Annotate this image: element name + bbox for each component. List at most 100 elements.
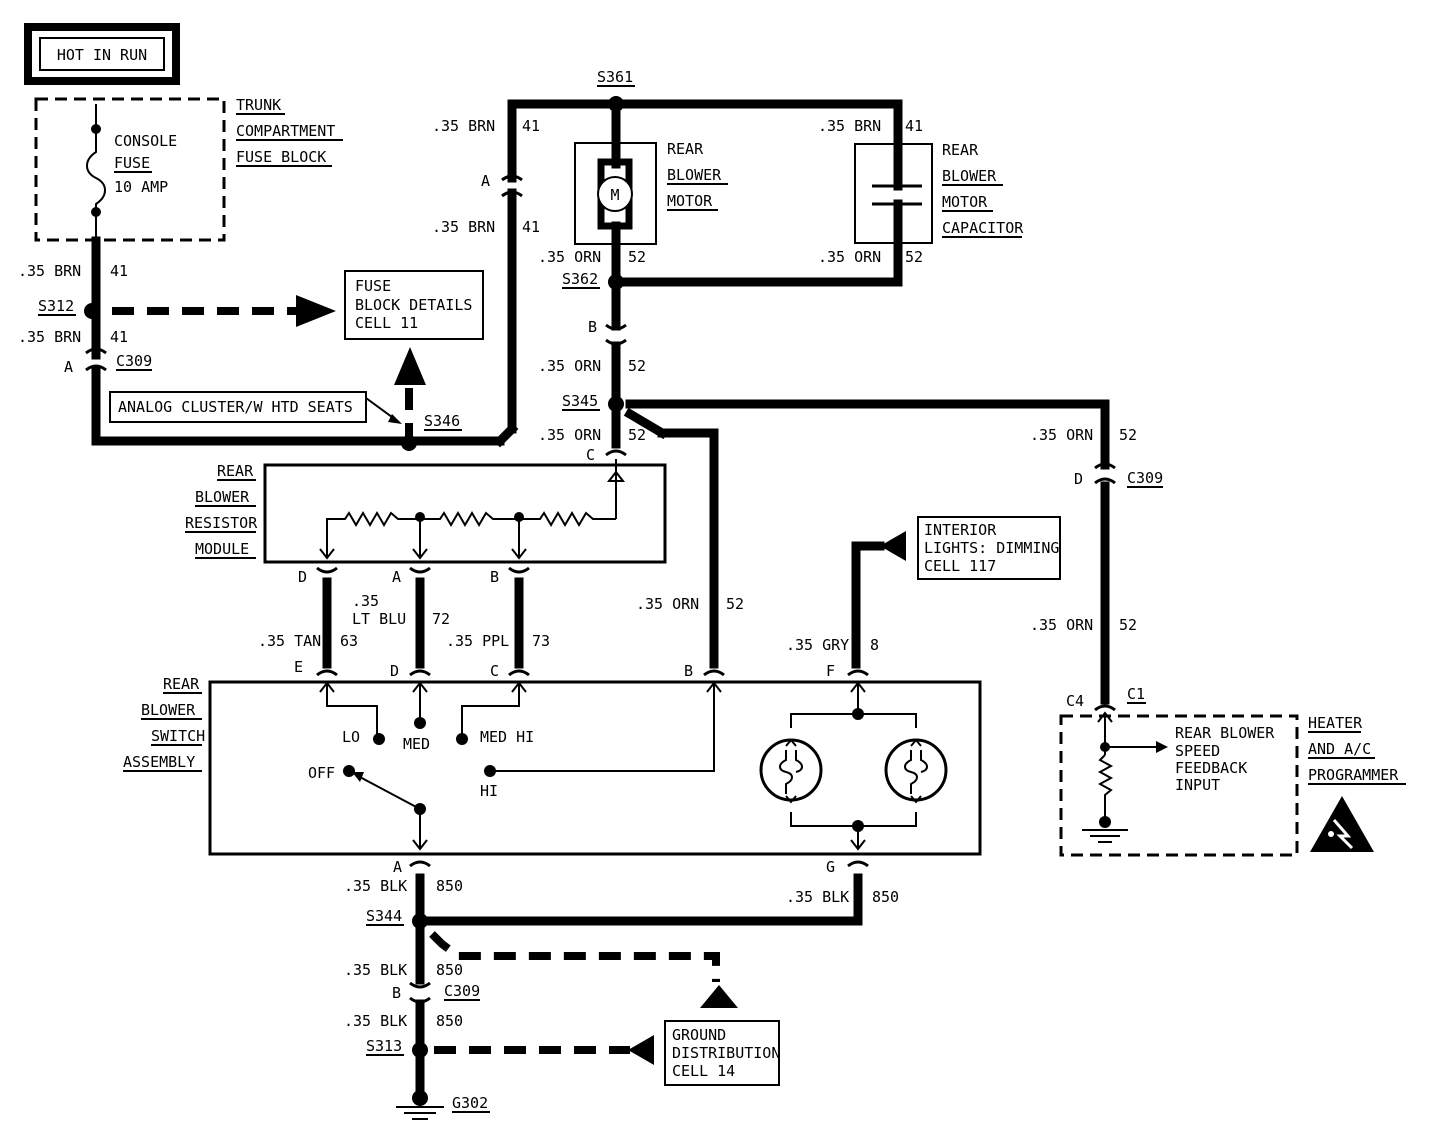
capacitor-label-3: MOTOR — [942, 193, 988, 211]
pin-c-resistor: C — [586, 446, 595, 464]
trunk-fuse-block: TRUNK COMPARTMENT FUSE BLOCK — [34, 96, 343, 242]
circuit-41-4: 41 — [522, 218, 540, 236]
splice-s346-dot — [401, 435, 417, 451]
splice-s346: S346 — [424, 412, 460, 430]
circuit-8: 8 — [870, 636, 879, 654]
circuit-850-4: 850 — [436, 1012, 463, 1030]
pin-b-resistor: B — [490, 568, 499, 586]
wire-label-orn-6: .35 ORN — [1030, 616, 1093, 634]
wire-label-blk-1: .35 BLK — [344, 877, 407, 895]
splice-s312: S312 — [38, 297, 74, 315]
programmer-label-2: AND A/C — [1308, 740, 1371, 758]
switch-label-3: SWITCH — [151, 727, 205, 745]
connector-c309-right: C309 — [1127, 469, 1163, 487]
circuit-52-2: 52 — [905, 248, 923, 266]
wire-label-ppl: .35 PPL — [446, 632, 509, 650]
wire-label-brn-2: .35 BRN — [18, 328, 81, 346]
arrow-up-icon — [394, 347, 426, 385]
fuse-name-1: CONSOLE — [114, 132, 177, 150]
circuit-41-1: 41 — [110, 262, 128, 280]
wire-label-orn-5: .35 ORN — [1030, 426, 1093, 444]
circuit-52-6: 52 — [1119, 616, 1137, 634]
wire-label-blk-3: .35 BLK — [344, 961, 407, 979]
rear-blower-capacitor: REAR BLOWER MOTOR CAPACITOR — [854, 141, 1024, 287]
console-fuse: CONSOLE FUSE 10 AMP — [86, 104, 177, 238]
rear-blower-resistor-module: REAR BLOWER RESISTOR MODULE — [185, 459, 667, 564]
ground-ref-2: DISTRIBUTION — [672, 1044, 780, 1062]
arrow-left-icon — [628, 1035, 654, 1065]
splice-s345: S345 — [562, 392, 598, 410]
splice-s361: S361 — [597, 68, 633, 86]
pin-e-switch: E — [294, 658, 303, 676]
pin-c-switch: C — [490, 662, 499, 680]
programmer-label-1: HEATER — [1308, 714, 1363, 732]
resistor-label-4: MODULE — [195, 540, 249, 558]
switch-pos-hi: HI — [480, 782, 498, 800]
resistor-label-1: REAR — [217, 462, 254, 480]
resistor-label-2: BLOWER — [195, 488, 250, 506]
fuse-block-label-3: FUSE BLOCK — [236, 148, 326, 166]
circuit-41-5: 41 — [905, 117, 923, 135]
circuit-41-2: 41 — [110, 328, 128, 346]
pin-d-switch: D — [390, 662, 399, 680]
interior-ref-1: INTERIOR — [924, 521, 997, 539]
circuit-850-1: 850 — [436, 877, 463, 895]
fuse-block-label-1: TRUNK — [236, 96, 281, 114]
switch-pos-lo: LO — [342, 728, 360, 746]
wire-label-orn-7: .35 ORN — [636, 595, 699, 613]
switch-pos-off: OFF — [308, 764, 335, 782]
ground-g302: G302 — [452, 1094, 488, 1112]
fuse-details-reference: FUSE BLOCK DETAILS CELL 11 S346 ANALOG C… — [109, 270, 484, 451]
esd-warning-icon — [1310, 796, 1374, 852]
fuse-block-label-2: COMPARTMENT — [236, 122, 335, 140]
switch-label-2: BLOWER — [141, 701, 196, 719]
wire-label-ltblu: LT BLU — [352, 610, 406, 628]
wire-label-orn-1: .35 ORN — [538, 248, 601, 266]
circuit-52-5: 52 — [1119, 426, 1137, 444]
splice-s344: S344 — [366, 907, 402, 925]
ground-g302-dot — [412, 1090, 428, 1106]
wire-label-blk-4: .35 BLK — [344, 1012, 407, 1030]
wires-resistor-switch: D A B .35 TAN 63 .35 LT BLU 72 .35 PPL 7… — [258, 566, 550, 677]
programmer-inner-1: REAR BLOWER — [1175, 724, 1275, 742]
wire-label-gry: .35 GRY — [786, 636, 849, 654]
circuit-52-1: 52 — [628, 248, 646, 266]
circuit-850-3: 850 — [436, 961, 463, 979]
resistor-label-3: RESISTOR — [185, 514, 258, 532]
pin-f-switch: F — [826, 662, 835, 680]
pin-d-c309: D — [1074, 470, 1083, 488]
heater-ac-programmer: C4 C1 REAR BLOWER SPEED FEEDBACK INPUT H… — [1059, 685, 1406, 857]
splice-s361-dot — [608, 96, 624, 112]
lamp-icon — [759, 738, 823, 804]
wire-41-center: S361 .35 BRN 41 A .35 BRN 41 .35 BRN 41 — [432, 68, 923, 434]
wire-52: .35 ORN 52 .35 ORN 52 S362 B .35 ORN 52 … — [538, 248, 1163, 712]
switch-label-1: REAR — [163, 675, 200, 693]
pin-d-resistor: D — [298, 568, 307, 586]
splice-s313: S313 — [366, 1037, 402, 1055]
programmer-inner-4: INPUT — [1175, 776, 1220, 794]
wire-label-blk-2: .35 BLK — [786, 888, 849, 906]
pin-a-c309-left: A — [64, 358, 73, 376]
wire-label-brn-4: .35 BRN — [432, 218, 495, 236]
motor-label-2: BLOWER — [667, 166, 722, 184]
pin-b-upper: B — [588, 318, 597, 336]
splice-s313-dot — [412, 1042, 428, 1058]
connector-c1: C1 — [1127, 685, 1145, 703]
pin-a-resistor: A — [392, 568, 401, 586]
wire-label-brn-3: .35 BRN — [432, 117, 495, 135]
wire-label-tan: .35 TAN — [258, 632, 321, 650]
circuit-850-2: 850 — [872, 888, 899, 906]
splice-s345-dot — [608, 396, 624, 412]
wire-label-orn-3: .35 ORN — [538, 357, 601, 375]
circuit-72: 72 — [432, 610, 450, 628]
switch-pos-medhi: MED HI — [480, 728, 534, 746]
wire-label-brn-1: .35 BRN — [18, 262, 81, 280]
arrow-right-icon — [1156, 741, 1168, 753]
fuse-ref-2: BLOCK DETAILS — [355, 296, 472, 314]
programmer-inner-2: SPEED — [1175, 742, 1220, 760]
programmer-label-3: PROGRAMMER — [1308, 766, 1399, 784]
circuit-63: 63 — [340, 632, 358, 650]
splice-s312-dot — [84, 303, 100, 319]
fuse-ref-1: FUSE — [355, 277, 391, 295]
